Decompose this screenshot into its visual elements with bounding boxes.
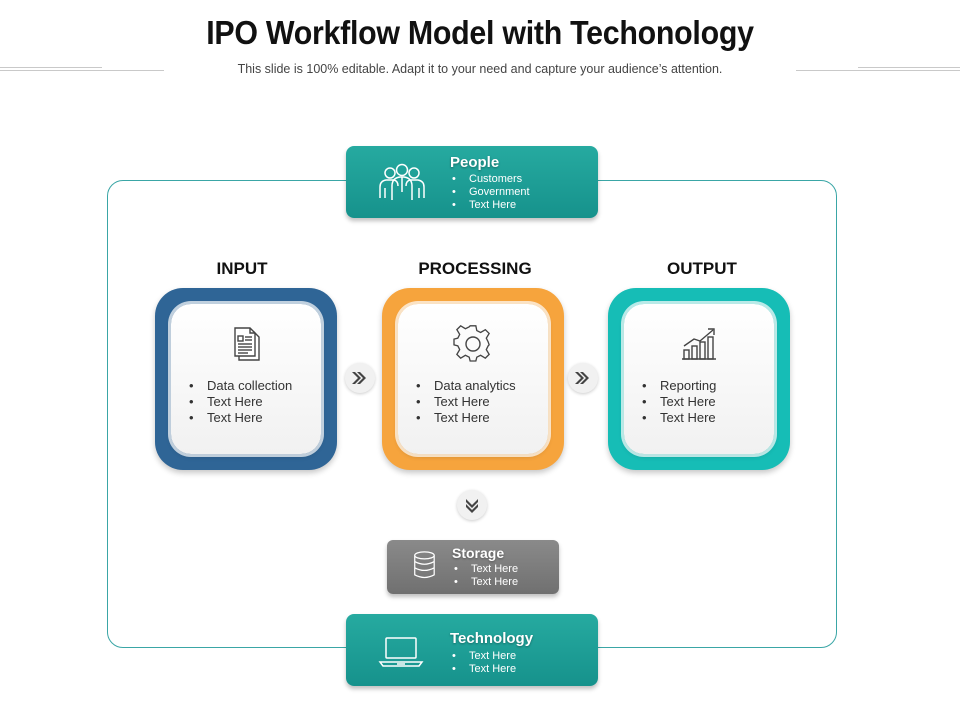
processing-heading: PROCESSING (418, 259, 532, 278)
processing-to-storage-arrow (457, 490, 487, 520)
output-item: Text Here (642, 410, 716, 426)
left-rule-long (0, 70, 164, 71)
storage-item: Text Here (452, 563, 518, 576)
chevron-right-icon (575, 372, 589, 384)
input-card: Data collection Text Here Text Here (155, 288, 337, 470)
output-list: Reporting Text Here Text Here (642, 378, 716, 426)
people-list: Customers Government Text Here (450, 173, 530, 212)
processing-item: Data analytics (416, 378, 516, 394)
right-rule-short (858, 67, 960, 68)
input-card-inner: Data collection Text Here Text Here (171, 304, 321, 454)
document-icon (234, 327, 260, 361)
output-item: Text Here (642, 394, 716, 410)
slide-subtitle: This slide is 100% editable. Adapt it to… (237, 62, 723, 76)
people-item: Text Here (450, 199, 530, 212)
technology-item: Text Here (450, 663, 516, 676)
left-rule-short (0, 67, 102, 68)
input-item: Text Here (189, 394, 292, 410)
input-heading: INPUT (216, 259, 268, 278)
processing-card: Data analytics Text Here Text Here (382, 288, 564, 470)
technology-banner: Technology Text Here Text Here (346, 614, 598, 686)
processing-card-inner: Data analytics Text Here Text Here (398, 304, 548, 454)
output-heading: OUTPUT (667, 259, 737, 278)
chevron-right-icon (352, 372, 366, 384)
input-item: Data collection (189, 378, 292, 394)
technology-item: Text Here (450, 650, 516, 663)
people-item: Customers (450, 173, 530, 186)
people-group-icon (379, 163, 425, 200)
processing-item: Text Here (416, 410, 516, 426)
storage-list: Text Here Text Here (452, 563, 518, 589)
people-item: Government (450, 186, 530, 199)
people-banner: People Customers Government Text Here (346, 146, 598, 218)
technology-title: Technology (450, 630, 534, 647)
people-title: People (450, 154, 500, 171)
storage-banner: Storage Text Here Text Here (387, 540, 559, 594)
storage-item: Text Here (452, 576, 518, 589)
processing-to-output-arrow (568, 363, 598, 393)
output-card: Reporting Text Here Text Here (608, 288, 790, 470)
chevron-down-icon (466, 499, 478, 513)
storage-title: Storage (452, 545, 505, 561)
input-item: Text Here (189, 410, 292, 426)
processing-list: Data analytics Text Here Text Here (416, 378, 516, 426)
output-item: Reporting (642, 378, 716, 394)
processing-item: Text Here (416, 394, 516, 410)
slide-title: IPO Workflow Model with Techonology (206, 14, 754, 51)
laptop-icon (378, 637, 424, 667)
gear-icon (453, 325, 490, 362)
input-to-processing-arrow (345, 363, 375, 393)
database-icon (414, 551, 435, 579)
technology-list: Text Here Text Here (450, 650, 516, 676)
right-rule-long (796, 70, 960, 71)
growth-chart-icon (682, 328, 716, 360)
input-list: Data collection Text Here Text Here (189, 378, 292, 426)
output-card-inner: Reporting Text Here Text Here (624, 304, 774, 454)
